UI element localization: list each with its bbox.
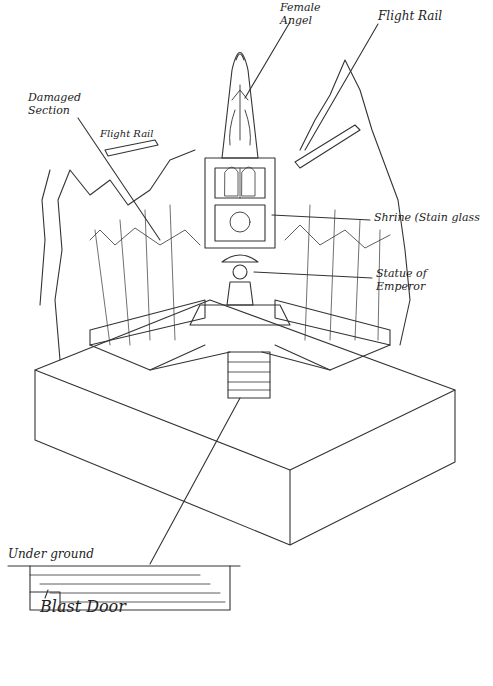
label-text: Under ground bbox=[8, 547, 94, 561]
part-label: Blast Door bbox=[40, 598, 140, 616]
label-text: Statue of Emperor bbox=[376, 267, 427, 293]
part-label: Flight Rail bbox=[100, 128, 180, 140]
label-text: Damaged Section bbox=[28, 91, 81, 117]
part-label: Under ground bbox=[8, 548, 98, 562]
part-label: Female Angel bbox=[280, 2, 330, 27]
part-label: Shrine (Stain glass bbox=[374, 212, 489, 225]
label-text: Female Angel bbox=[280, 1, 321, 27]
label-text: Shrine (Stain glass bbox=[374, 211, 480, 224]
label-text: Flight Rail bbox=[100, 128, 154, 139]
part-label: Statue of Emperor bbox=[376, 268, 446, 293]
label-text: Blast Door bbox=[40, 597, 126, 616]
part-label: Flight Rail bbox=[378, 10, 468, 24]
label-text: Flight Rail bbox=[378, 9, 442, 23]
part-label: Damaged Section bbox=[28, 92, 88, 117]
